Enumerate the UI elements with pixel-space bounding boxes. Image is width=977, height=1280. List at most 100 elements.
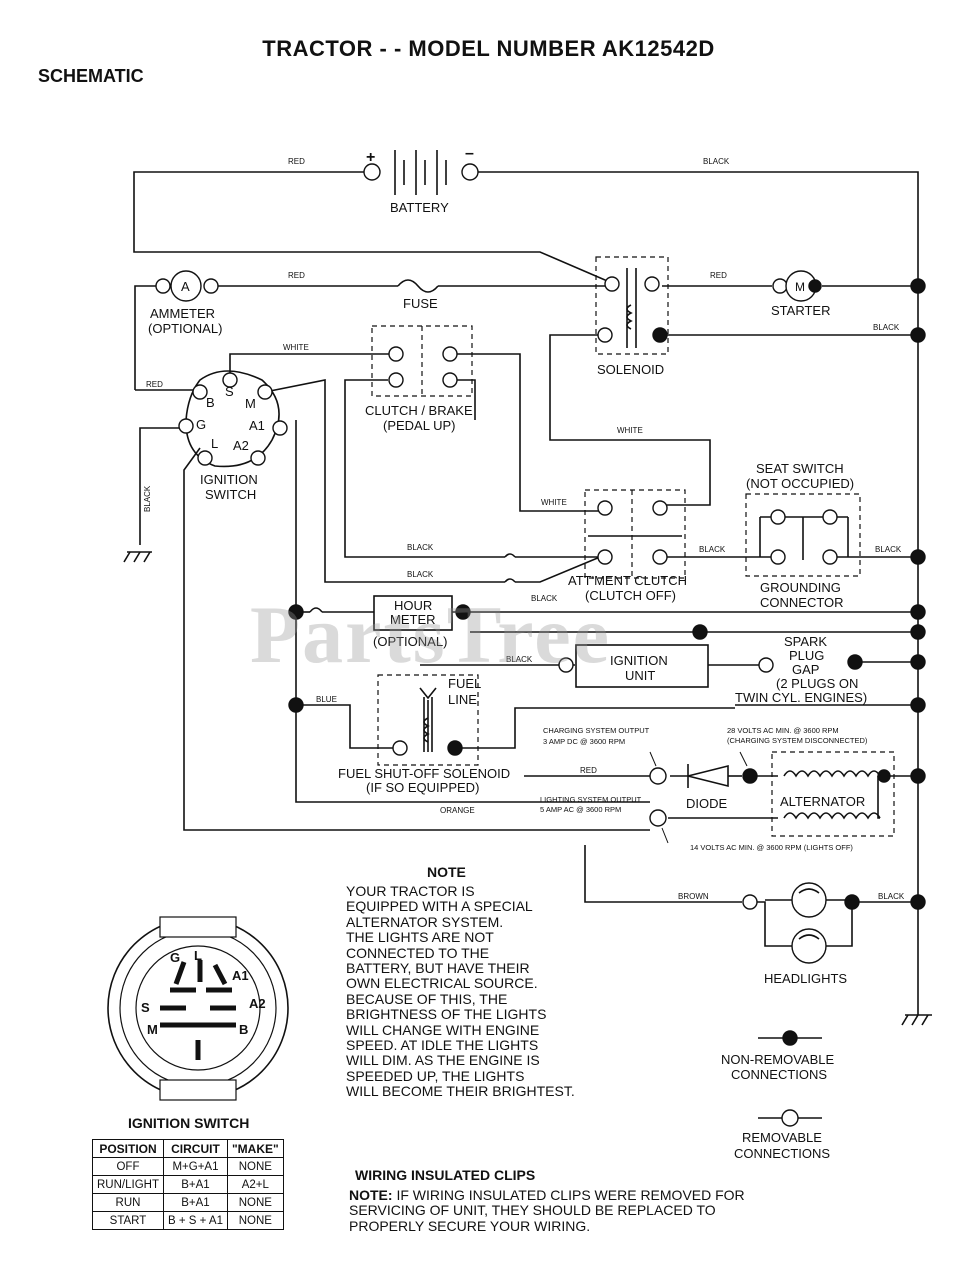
ign-term-a2: A2 [233, 438, 249, 453]
wire-red-3: RED [710, 271, 727, 280]
starter-symbol: M [795, 280, 805, 294]
wire-red-5: RED [580, 766, 597, 775]
alternator-circuit: DIODE ALTERNATOR CHARGING SYSTEM OUTPUT … [540, 726, 895, 852]
page-subtitle: SCHEMATIC [38, 66, 144, 86]
wire-blue: BLUE [316, 695, 337, 704]
ammeter-optional: (OPTIONAL) [148, 321, 222, 336]
wire-black-2: BLACK [873, 323, 900, 332]
solenoid-label: SOLENOID [597, 362, 664, 377]
note-line: BECAUSE OF THIS, THE [346, 990, 508, 1007]
clips-note-label: NOTE: [349, 1187, 393, 1203]
wire-black-9: BLACK [878, 892, 905, 901]
wire-black-8: BLACK [506, 655, 533, 664]
clips-heading: WIRING INSULATED CLIPS [355, 1167, 536, 1183]
headlights-label: HEADLIGHTS [764, 971, 847, 986]
ground-bus-connections [288, 278, 926, 910]
fuse-label: FUSE [403, 296, 438, 311]
wire-red-4: RED [146, 380, 163, 389]
lighting-output-2: 5 AMP AC @ 3600 RPM [540, 805, 621, 814]
table-header-row: POSITION CIRCUIT "MAKE" [92, 1139, 284, 1158]
ammeter-label: AMMETER [150, 306, 215, 321]
ac14: 14 VOLTS AC MIN. @ 3600 RPM (LIGHTS OFF) [690, 843, 853, 852]
headlights: HEADLIGHTS [742, 882, 860, 986]
table-cell: B+A1 [162, 1193, 228, 1212]
wire-orange: ORANGE [440, 806, 475, 815]
wire-black-5: BLACK [875, 545, 902, 554]
hour-meter-optional: (OPTIONAL) [373, 634, 447, 649]
spark-label-3: GAP [792, 662, 819, 677]
clutch-brake-label: CLUTCH / BRAKE [365, 403, 473, 418]
table-row: OFF M+G+A1 NONE [92, 1157, 284, 1176]
seat-switch-sub: (NOT OCCUPIED) [746, 476, 854, 491]
face-m: M [147, 1022, 158, 1037]
ign-term-l: L [211, 436, 218, 451]
note-line: BRIGHTNESS OF THE LIGHTS [346, 1006, 547, 1023]
note-line: EQUIPPED WITH A SPECIAL [346, 898, 533, 915]
wire-white-1: WHITE [283, 343, 309, 352]
table-cell: B+A1 [162, 1175, 228, 1194]
diode-label: DIODE [686, 796, 728, 811]
clips-line-1: NOTE: IF WIRING INSULATED CLIPS WERE REM… [349, 1187, 745, 1203]
wire-black-3: BLACK [407, 543, 434, 552]
note-line: ALTERNATOR SYSTEM. [346, 913, 504, 930]
alternator-label: ALTERNATOR [780, 794, 865, 809]
ac28-1: 28 VOLTS AC MIN. @ 3600 RPM [727, 726, 839, 735]
table-cell: RUN [92, 1193, 164, 1212]
wire-black-1: BLACK [703, 157, 730, 166]
fuel-solenoid-sub: (IF SO EQUIPPED) [366, 780, 479, 795]
wire-white-2: WHITE [617, 426, 643, 435]
charging-output-2: 3 AMP DC @ 3600 RPM [543, 737, 625, 746]
grounding-connector-sub: CONNECTOR [760, 595, 844, 610]
note-line: SPEEDED UP, THE LIGHTS [346, 1067, 525, 1084]
table-cell: B + S + A1 [162, 1211, 228, 1230]
ign-term-a1: A1 [249, 418, 265, 433]
fuel-solenoid-label: FUEL SHUT-OFF SOLENOID [338, 766, 510, 781]
table-cell: A2+L [226, 1175, 284, 1194]
clips-line-2: SERVICING OF UNIT, THEY SHOULD BE REPLAC… [349, 1202, 716, 1219]
table-row: RUN/LIGHT B+A1 A2+L [92, 1175, 284, 1194]
wire-black-10: BLACK [143, 485, 152, 512]
ac28-2: (CHARGING SYSTEM DISCONNECTED) [727, 736, 868, 745]
clips-line-1-text: IF WIRING INSULATED CLIPS WERE REMOVED F… [392, 1187, 745, 1203]
page-title: TRACTOR - - MODEL NUMBER AK12542D [262, 36, 715, 61]
table-row: RUN B+A1 NONE [92, 1193, 284, 1212]
face-a1: A1 [232, 968, 249, 983]
ign-term-b: B [206, 395, 215, 410]
table-cell: NONE [226, 1193, 284, 1212]
ignition-switch-face: G L A1 S A2 M B IGNITION SWITCH [107, 916, 289, 1131]
battery-plus: + [366, 149, 375, 166]
table-cell: NONE [226, 1157, 284, 1176]
attachment-clutch-switch: ATT'MENT CLUTCH (CLUTCH OFF) [568, 489, 687, 603]
spark-label-1: SPARK [784, 634, 827, 649]
note-heading: NOTE [427, 864, 466, 880]
wire-red-1: RED [288, 157, 305, 166]
face-a2: A2 [249, 996, 266, 1011]
note-line: BATTERY, BUT HAVE THEIR [346, 960, 530, 976]
legend-non-removable-1: NON-REMOVABLE [721, 1052, 834, 1067]
note-line: SPEED. AT IDLE THE LIGHTS [346, 1037, 539, 1053]
hour-meter: HOUR METER (OPTIONAL) [373, 595, 453, 649]
watermark: PartsTree [250, 589, 612, 680]
connection-legend: NON-REMOVABLE CONNECTIONS REMOVABLE CONN… [721, 1030, 834, 1161]
starter-label: STARTER [771, 303, 830, 318]
ign-term-m: M [245, 396, 256, 411]
table-row: START B + S + A1 NONE [92, 1211, 284, 1230]
clutch-brake-sub: (PEDAL UP) [383, 418, 455, 433]
ignition-switch: S B M G A1 L A2 IGNITION SWITCH [178, 370, 288, 502]
hour-meter-label-2: METER [390, 612, 436, 627]
ammeter-symbol: A [181, 279, 190, 294]
ign-term-g: G [196, 417, 206, 432]
note-line: WILL BECOME THEIR BRIGHTEST. [346, 1083, 575, 1100]
wire-labels: RED BLACK RED RED BLACK WHITE RED WHITE … [143, 157, 905, 901]
ign-switch-label-1: IGNITION [200, 472, 258, 487]
fuel-line-label-1: FUEL [448, 676, 481, 691]
seat-switch-label: SEAT SWITCH [756, 461, 844, 476]
fuel-line-label-2: LINE [448, 692, 477, 707]
note-line: WILL CHANGE WITH ENGINE [346, 1021, 540, 1038]
solenoid: SOLENOID [595, 256, 669, 377]
legend-removable-2: CONNECTIONS [734, 1146, 830, 1161]
face-g: G [170, 950, 180, 965]
starter: M STARTER [771, 270, 830, 318]
